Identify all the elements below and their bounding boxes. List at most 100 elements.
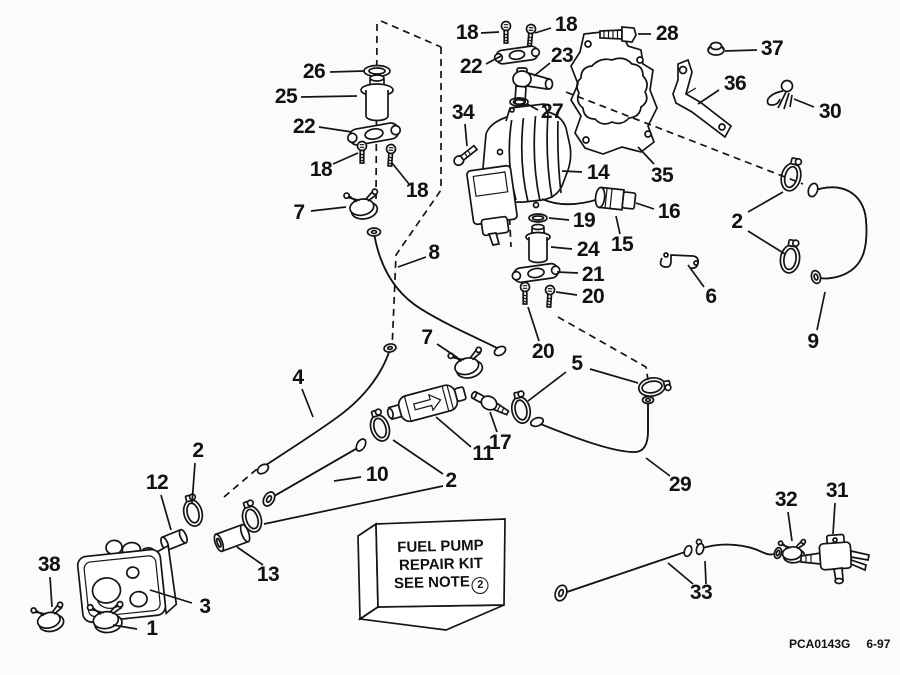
leader-lines [50,28,835,629]
part-11-fuel-filter [385,381,469,427]
kit-line-1: FUEL PUMP [397,536,484,557]
part-callout-26-0: 26 [302,60,326,83]
leader-line-21 [557,272,578,273]
part-18-screw [384,143,397,168]
figure-code: PCA0143G [789,637,851,651]
figure-footer: PCA0143G 6-97 [789,637,890,651]
leader-line-35 [638,147,654,164]
part-callout-29-33: 29 [668,473,692,496]
part-callout-3-40: 3 [199,595,211,618]
leader-line-2 [393,440,443,474]
leader-line-9 [817,292,825,330]
part-7-spring-clamp [446,344,489,383]
part-callout-17-31: 17 [488,431,512,454]
leader-line-5 [590,369,638,383]
part-callout-2-38: 2 [445,469,457,492]
leader-line-18 [481,32,499,33]
leader-line-14 [562,171,582,172]
part-callout-18-7: 18 [455,21,479,44]
leader-line-18 [333,153,358,164]
part-30-clip [768,81,793,110]
part-callout-21-23: 21 [581,263,605,286]
leader-line-3 [150,590,192,603]
leader-line-20 [556,292,577,295]
part-callout-23-10: 23 [550,44,574,67]
part-5-clamp [636,374,673,400]
part-18-screw [500,20,512,44]
leader-line-16 [636,203,654,209]
part-callout-31-44: 31 [825,479,849,502]
part-37-nut [708,43,724,56]
part-22-gasket [347,122,402,147]
leader-line-12 [161,495,171,530]
part-36-bracket [673,60,731,137]
part-15-hose [542,199,599,204]
part-callout-9-27: 9 [807,330,819,353]
leader-line-27 [527,104,538,110]
part-18-screw [524,23,537,48]
leader-line-31 [833,503,835,534]
part-31-fuel-valve [801,534,869,583]
leader-line-7 [437,344,458,358]
part-26-o-ring [364,66,390,77]
part-callout-34-16: 34 [451,101,475,124]
leader-line-18 [392,163,409,184]
leader-line-20 [528,307,539,341]
part-33-fuel-hose [695,540,783,560]
part-34-screw [452,144,478,167]
part-callout-20-25: 20 [531,340,555,363]
part-9-hose [807,182,867,284]
part-callout-32-43: 32 [774,488,798,511]
part-19-o-ring [529,214,547,222]
part-callout-27-11: 27 [540,100,564,123]
part-callout-19-21: 19 [572,209,596,232]
part-25-filter-cup [361,75,393,121]
part-20-screw [543,284,556,309]
leader-line-4 [302,389,313,417]
part-10-tube [261,437,368,508]
part-callout-28-12: 28 [655,22,679,45]
part-28-screw [600,27,636,42]
part-callout-18-3: 18 [309,158,333,181]
leader-line-22 [319,127,352,132]
part-2-clamp [777,237,803,276]
leader-line-38 [50,577,52,607]
part-21-gasket [511,263,560,284]
part-callout-37-13: 37 [760,37,784,60]
part-callout-24-22: 24 [576,238,600,261]
leader-line-6 [688,265,704,287]
leader-line-18 [535,28,551,33]
leader-line-26 [330,71,364,72]
part-callout-13-39: 13 [256,563,280,586]
figure-date: 6-97 [866,637,891,651]
part-29-hose [530,397,654,453]
leader-line-2 [748,192,783,212]
leader-line-22 [486,56,501,64]
part-6-clip [661,253,699,268]
part-callout-7-29: 7 [421,326,433,349]
part-5-clamp [507,389,534,426]
part-callout-11-32: 11 [472,442,494,465]
part-24-filter-cup [526,225,550,263]
leader-line-34 [465,124,467,146]
part-3-manifold [76,535,178,623]
leader-line-37 [725,50,757,51]
note-number-circle: 2 [471,576,490,595]
leader-line-24 [551,247,572,249]
leader-line-32 [788,512,792,541]
part-callout-4-34: 4 [292,366,304,389]
leader-line-8 [398,257,426,267]
leader-line-2 [264,486,443,524]
leader-line-15 [616,216,620,234]
part-callout-12-36: 12 [145,471,169,494]
leader-line-29 [646,458,670,476]
part-16-connector [595,187,636,211]
part-callout-7-5: 7 [293,201,305,224]
part-4-hose [256,343,397,476]
part-17-fitting [469,388,510,418]
leader-line-17 [490,412,497,432]
part-27-o-ring [510,98,528,106]
